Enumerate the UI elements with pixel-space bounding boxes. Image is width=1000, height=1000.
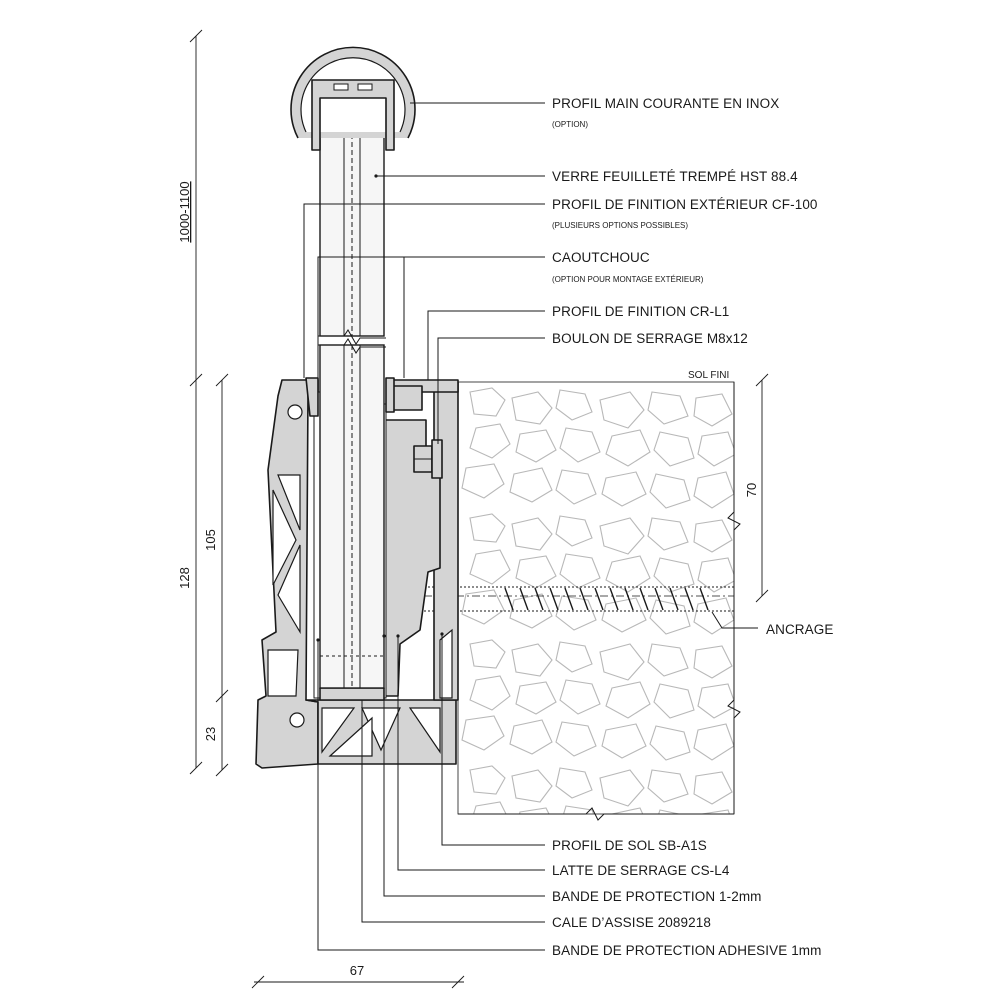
label-finish-profile: PROFIL DE FINITION CR-L1 [552,304,729,319]
dimension-lines: 1000-1100 128 105 23 70 67 [177,29,769,989]
dim-total-height: 1000-1100 [177,181,192,242]
rubber-seal-right [385,377,395,413]
dim-base-height: 23 [203,727,218,741]
setting-shim [319,687,385,701]
clamp-lath-cs-l4 [383,419,441,697]
label-glass: VERRE FEUILLETÉ TREMPÉ HST 88.4 [552,169,798,184]
bottom-callouts: PROFIL DE SOL SB-A1S LATTE DE SERRAGE CS… [316,611,833,958]
label-rubber-note: (OPTION POUR MONTAGE EXTÉRIEUR) [552,275,704,284]
label-bolt: BOULON DE SERRAGE M8x12 [552,331,748,346]
laminated-glass-panel [318,77,386,689]
stainless-handrail [290,46,416,151]
label-adhesive-band: BANDE DE PROTECTION ADHESIVE 1mm [552,943,822,958]
label-handrail: PROFIL MAIN COURANTE EN INOX [552,96,779,111]
top-callouts: PROFIL MAIN COURANTE EN INOX (OPTION) VE… [303,96,818,444]
label-protection-band: BANDE DE PROTECTION 1-2mm [552,889,762,904]
label-ext-finish: PROFIL DE FINITION EXTÉRIEUR CF-100 [552,197,818,212]
dim-profile-height: 128 [177,567,192,589]
dim-clamp-height: 105 [203,529,218,551]
label-floor-level: SOL FINI [688,370,729,381]
label-handrail-note: (OPTION) [552,120,588,129]
label-rubber: CAOUTCHOUC [552,250,650,265]
label-floor-profile: PROFIL DE SOL SB-A1S [552,838,707,853]
concrete-aggregate-pattern [461,387,734,814]
label-clamp-lath: LATTE DE SERRAGE CS-L4 [552,863,730,878]
concrete-slab [457,381,741,821]
rubber-seal-left [305,377,319,417]
dim-embed-depth: 70 [744,483,759,497]
adhesive-protection-band [313,391,321,699]
clamp-bolt-m8x12 [413,439,443,479]
label-ext-finish-note: (PLUSIEURS OPTIONS POSSIBLES) [552,221,688,230]
dim-width: 67 [350,963,364,978]
label-anchor: ANCRAGE [766,622,833,637]
label-shim: CALE D’ASSISE 2089218 [552,915,711,930]
